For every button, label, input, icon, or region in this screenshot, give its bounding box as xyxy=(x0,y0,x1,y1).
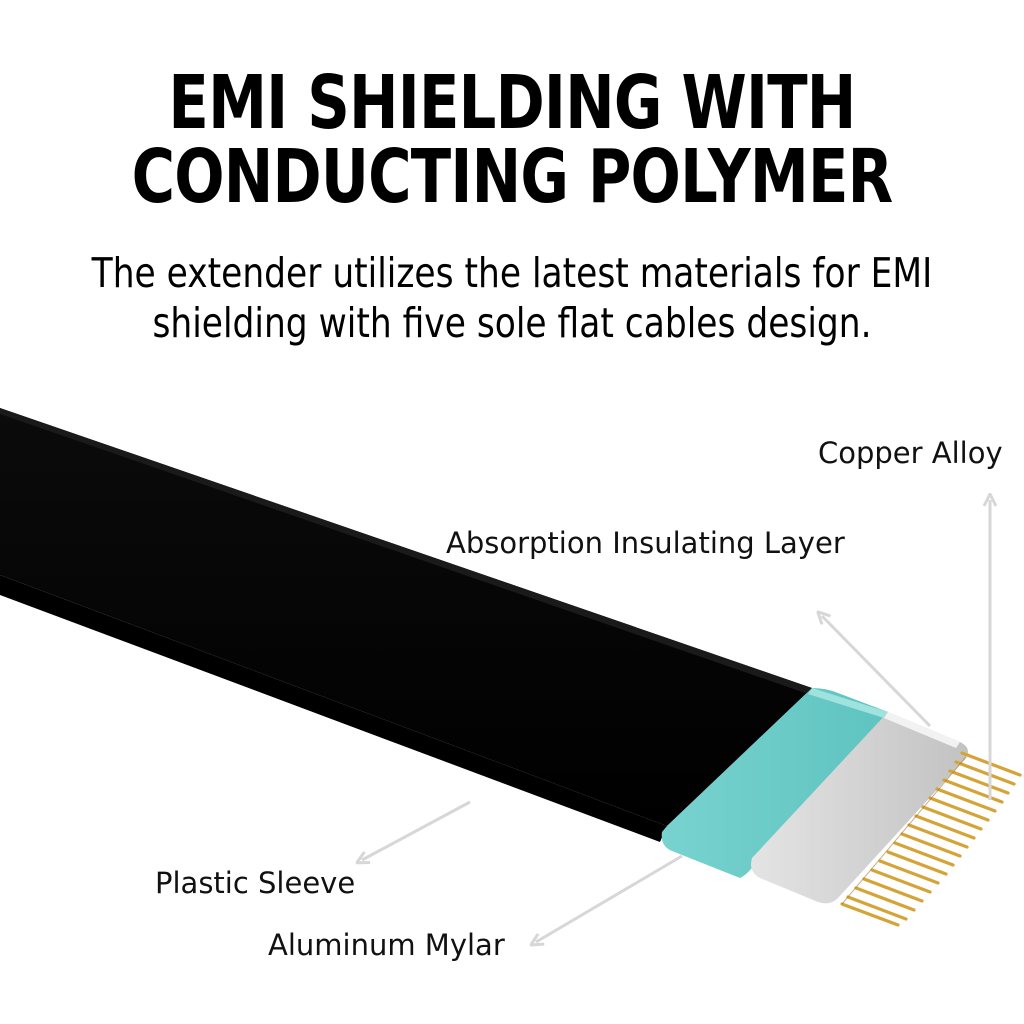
plastic-sleeve-arrow xyxy=(362,800,471,860)
page-title: EMI SHIELDING WITH CONDUCTING POLYMER xyxy=(102,66,921,214)
plastic-sleeve-label: Plastic Sleeve xyxy=(155,866,356,900)
title-line-1: EMI SHIELDING WITH xyxy=(168,60,856,146)
subtitle-line-2: shielding with five sole flat cables des… xyxy=(152,299,872,347)
absorption-layer-arrow xyxy=(822,616,932,728)
subtitle-line-1: The extender utilizes the latest materia… xyxy=(91,249,933,297)
copper-alloy-label: Copper Alloy xyxy=(818,436,1003,470)
aluminum-mylar-label: Aluminum Mylar xyxy=(268,928,505,962)
title-line-2: CONDUCTING POLYMER xyxy=(131,134,894,220)
absorption-insulating-layer xyxy=(751,712,968,904)
absorption-insulating-layer-label: Absorption Insulating Layer xyxy=(446,526,845,560)
aluminum-mylar-arrow xyxy=(536,854,683,942)
aluminum-mylar-layer xyxy=(661,688,888,878)
page-subtitle: The extender utilizes the latest materia… xyxy=(82,248,942,348)
callout-arrows xyxy=(362,500,990,942)
plastic-sleeve xyxy=(0,408,812,842)
